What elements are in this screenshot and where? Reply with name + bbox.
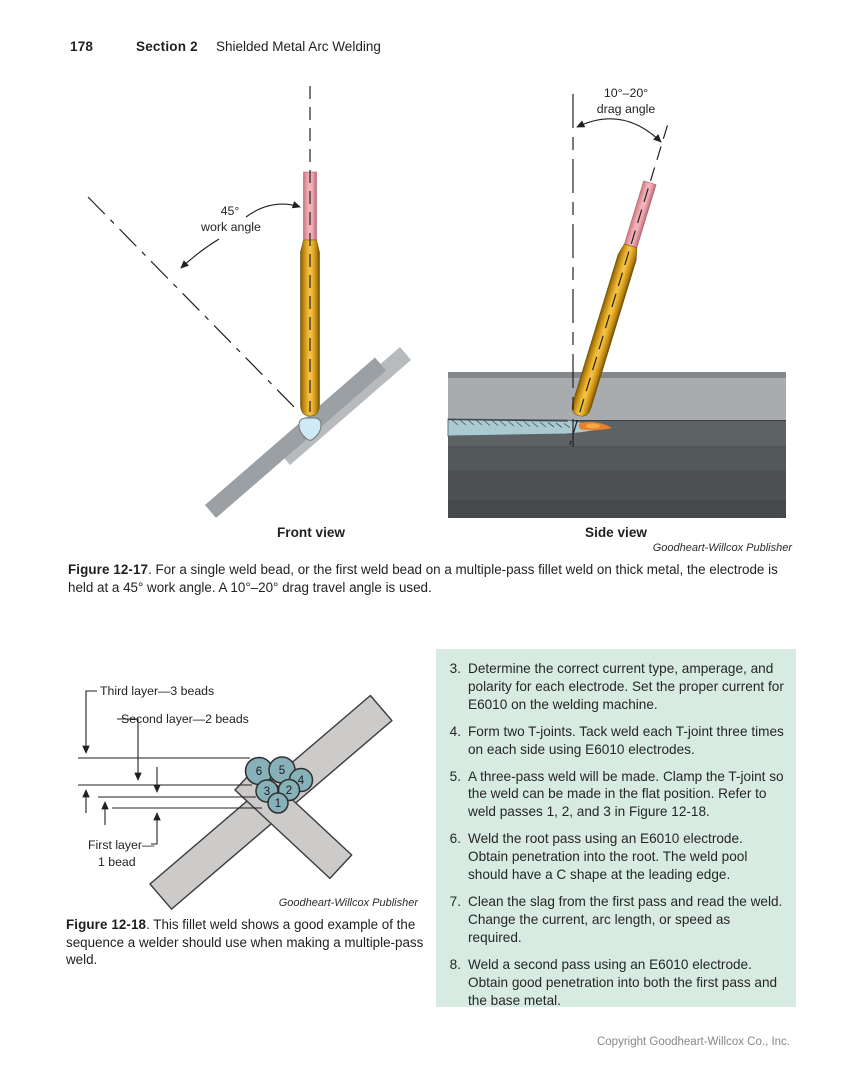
procedure-step: 5. A three-pass weld will be made. Clamp… [442, 768, 784, 822]
publisher-credit-fig-12-17: Goodheart-Willcox Publisher [652, 542, 792, 554]
step-text: Determine the correct current type, ampe… [468, 661, 784, 712]
step-number: 7. [449, 893, 461, 909]
procedure-step: 6. Weld the root pass using an E6010 ele… [442, 830, 784, 884]
side-view-workpiece [448, 372, 786, 518]
electrode-centerline [569, 125, 669, 445]
work-angle-name: work angle [200, 220, 261, 234]
section-label: Section 2 [136, 39, 198, 54]
figure-12-17-caption-text: . For a single weld bead, or the first w… [68, 562, 778, 595]
work-angle-value: 45° [221, 204, 240, 218]
weld-bead-numbers: 6 5 4 3 2 1 [256, 765, 305, 810]
step-text: A three-pass weld will be made. Clamp th… [468, 768, 784, 820]
step-text: Form two T-joints. Tack weld each T-join… [468, 723, 784, 757]
procedure-steps-box: 3. Determine the correct current type, a… [436, 649, 796, 1010]
drag-angle-value: 10°–20° [604, 86, 648, 100]
front-view: 45° work angle Front view [87, 86, 411, 540]
drag-angle-name: drag angle [597, 102, 656, 116]
step-text: Weld a second pass using an E6010 electr… [468, 956, 778, 1008]
first-layer-label-line1: First layer— [88, 838, 155, 852]
section-title: Shielded Metal Arc Welding [216, 39, 381, 54]
side-view: 10°–20° drag angle Side view [447, 86, 786, 540]
molten-pool-highlight [586, 423, 600, 429]
bead-number-3: 3 [264, 786, 270, 798]
second-layer-label: Second layer—2 beads [121, 712, 249, 726]
figure-12-18-caption-text: . This fillet weld shows a good example … [66, 917, 424, 968]
figure-12-17-caption: Figure 12-17. For a single weld bead, or… [68, 561, 794, 596]
figure-12-17-diagram: 45° work angle Front view [87, 86, 786, 540]
step-number: 8. [449, 956, 461, 972]
procedure-step: 3. Determine the correct current type, a… [442, 660, 784, 714]
work-angle-reference-line [87, 196, 300, 413]
step-text: Clean the slag from the first pass and r… [468, 893, 783, 945]
procedure-step: 7. Clean the slag from the first pass an… [442, 893, 784, 947]
bead-number-4: 4 [298, 775, 305, 787]
drag-angle-arc-arrow [576, 118, 662, 143]
figure-12-18-diagram: 6 5 4 3 2 1 Third layer—3 beads Second l… [78, 684, 393, 910]
bead-number-6: 6 [256, 766, 262, 778]
weld-bead-1 [267, 792, 289, 814]
procedure-step: 8. Weld a second pass using an E6010 ele… [442, 956, 784, 1010]
work-angle-arrow-to-electrode [245, 201, 301, 218]
figure-12-18-caption: Figure 12-18. This fillet weld shows a g… [66, 916, 428, 969]
page-number: 178 [70, 39, 94, 54]
weld-bead-cluster [244, 756, 314, 814]
procedure-step: 4. Form two T-joints. Tack weld each T-j… [442, 723, 784, 759]
weld-bead-ripples [451, 419, 571, 428]
bead-number-1: 1 [275, 798, 281, 810]
step-number: 5. [449, 768, 461, 784]
bead-number-2: 2 [286, 785, 292, 797]
dimension-leaders [82, 690, 161, 845]
front-view-plate-front [205, 357, 386, 518]
first-layer-label-line2: 1 bead [98, 855, 136, 869]
step-number: 4. [449, 723, 461, 739]
figure-12-17-caption-label: Figure 12-17 [68, 562, 149, 577]
figure-12-18-caption-label: Figure 12-18 [66, 917, 147, 932]
copyright-notice: Copyright Goodheart-Willcox Co., Inc. [596, 1036, 790, 1048]
step-number: 6. [449, 831, 461, 847]
third-layer-label: Third layer—3 beads [100, 684, 214, 698]
bead-number-5: 5 [279, 765, 285, 777]
weld-pool [298, 417, 322, 441]
electrode-flux-body [571, 243, 638, 417]
side-view-label: Side view [585, 525, 647, 540]
publisher-credit-fig-12-18: Goodheart-Willcox Publisher [278, 897, 418, 909]
step-text: Weld the root pass using an E6010 electr… [468, 831, 748, 883]
step-number: 3. [449, 661, 461, 676]
layer-reference-lines [78, 757, 262, 809]
side-view-electrode [569, 125, 669, 445]
weld-bead-top-edge [447, 418, 569, 422]
work-angle-arrow-to-line [180, 238, 220, 269]
front-view-label: Front view [277, 525, 345, 540]
